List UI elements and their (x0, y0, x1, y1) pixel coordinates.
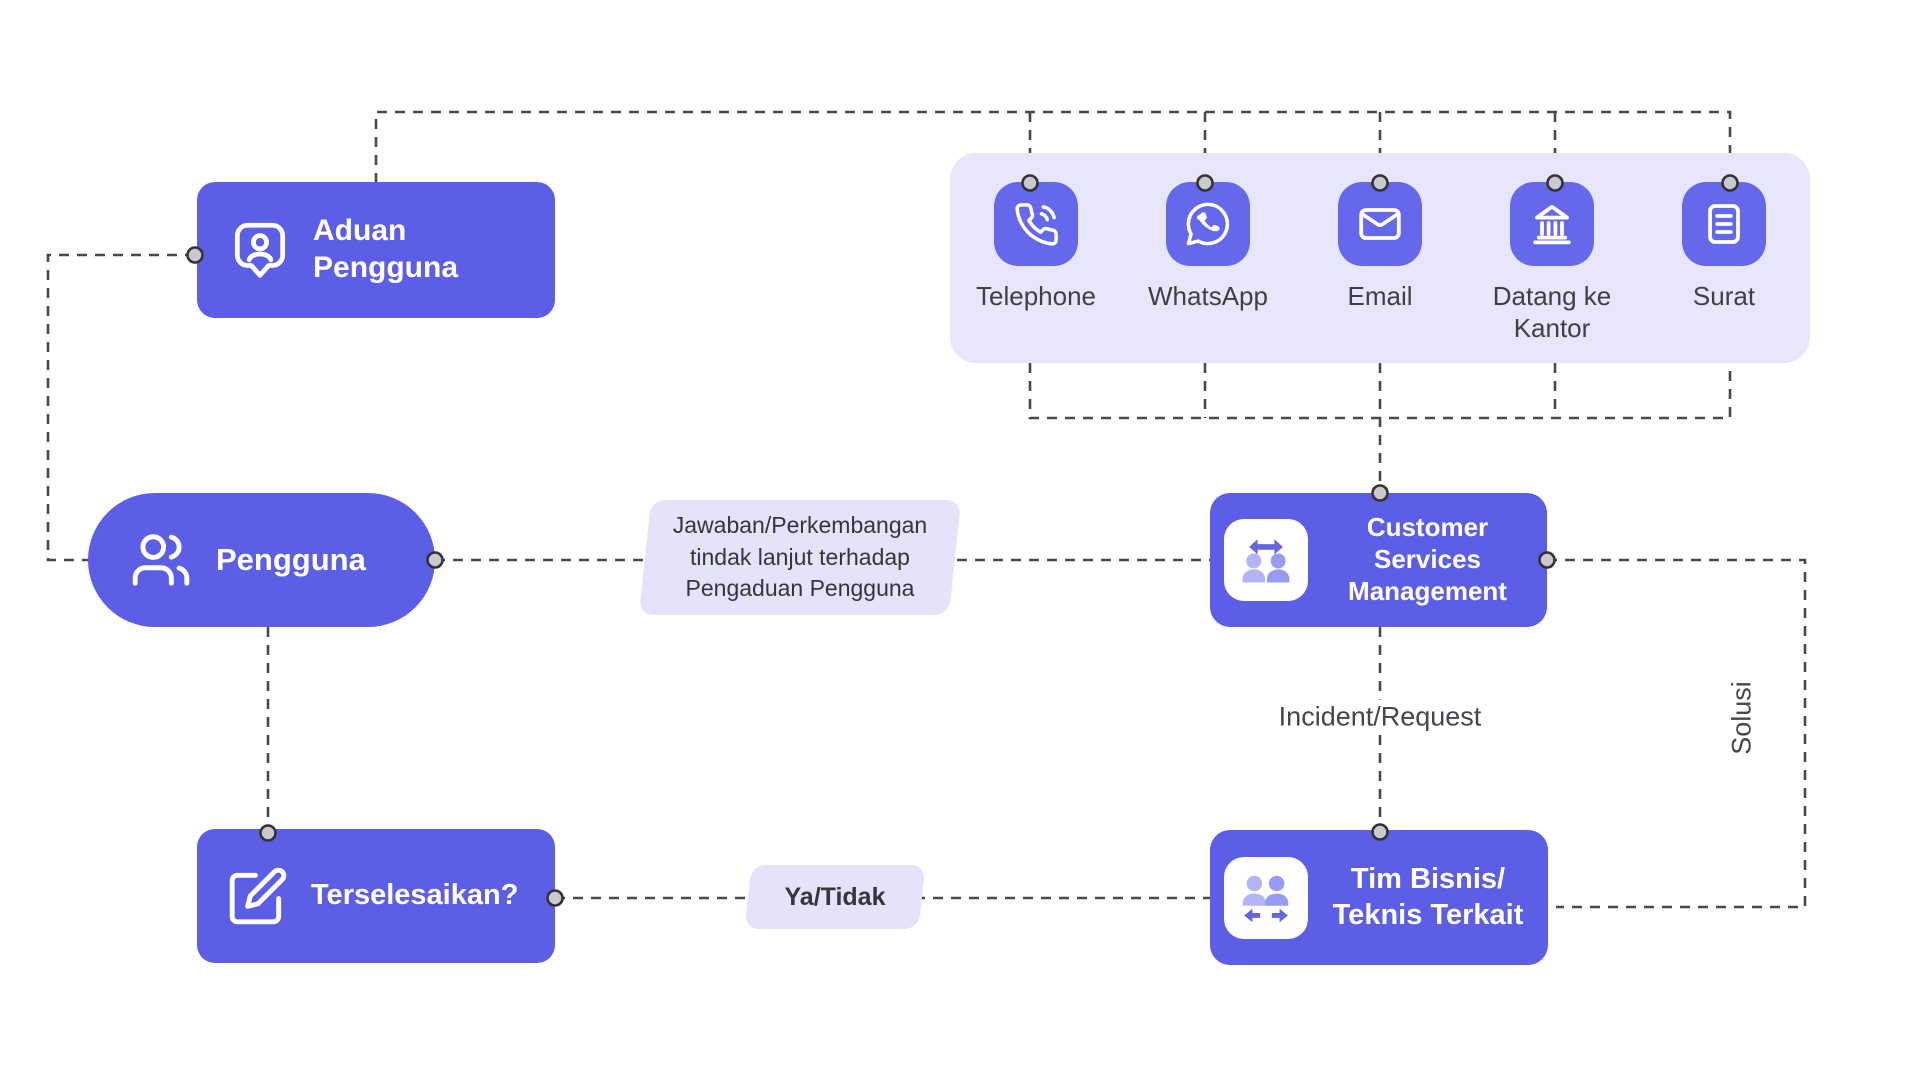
node-label: Aduan Pengguna (313, 214, 459, 284)
wire-solusi-loop (1547, 558, 1807, 909)
node-label: Pengguna (216, 542, 366, 578)
channel-label: Surat (1692, 281, 1756, 311)
node-label: Customer Services Management (1348, 512, 1507, 606)
edit-pencil-icon (229, 867, 287, 925)
edge-label-jawaban: Jawaban/Perkembangan tindak lanjut terha… (638, 500, 962, 615)
channel-label: Telephone (976, 281, 1096, 311)
node-terselesaikan: Terselesaikan? (197, 829, 555, 963)
complaint-person-pin-icon (234, 222, 286, 278)
email-icon (1338, 182, 1422, 266)
telephone-icon (994, 182, 1078, 266)
team-dispatch-icon (1224, 856, 1308, 939)
channel-label: WhatsApp (1148, 281, 1268, 311)
node-label: Tim Bisnis/ Teknis Terkait (1332, 863, 1524, 931)
edge-label-ya-tidak: Ya/Tidak (744, 865, 926, 929)
channel-office: Datang ke Kantor (1474, 182, 1631, 363)
channel-label: Email (1347, 281, 1413, 311)
node-label: Terselesaikan? (311, 879, 519, 912)
letter-icon (1682, 182, 1766, 266)
tag-text: Ya/Tidak (784, 882, 886, 911)
channel-telephone: Telephone (958, 182, 1115, 363)
customer-service-exchange-icon (1224, 519, 1308, 601)
wire-bottom-bus (1028, 363, 1732, 420)
node-tim-bisnis-teknis: Tim Bisnis/ Teknis Terkait (1210, 830, 1548, 965)
office-visit-icon (1510, 182, 1594, 266)
node-pengguna: Pengguna (88, 493, 435, 627)
channel-letter: Surat (1646, 182, 1803, 363)
edge-label-solusi: Solusi (1726, 681, 1757, 755)
channel-label: Datang ke Kantor (1492, 281, 1612, 343)
channel-email: Email (1302, 182, 1459, 363)
edge-label-incident-request: Incident/Request (1268, 699, 1492, 735)
tag-text: Jawaban/Perkembangan tindak lanjut terha… (672, 511, 928, 602)
channel-whatsapp: WhatsApp (1130, 182, 1287, 363)
users-icon (132, 534, 190, 586)
channels-panel: Telephone WhatsApp Email (950, 153, 1810, 363)
node-customer-services-management: Customer Services Management (1210, 493, 1547, 627)
node-aduan-pengguna: Aduan Pengguna (197, 182, 555, 318)
whatsapp-icon (1166, 182, 1250, 266)
